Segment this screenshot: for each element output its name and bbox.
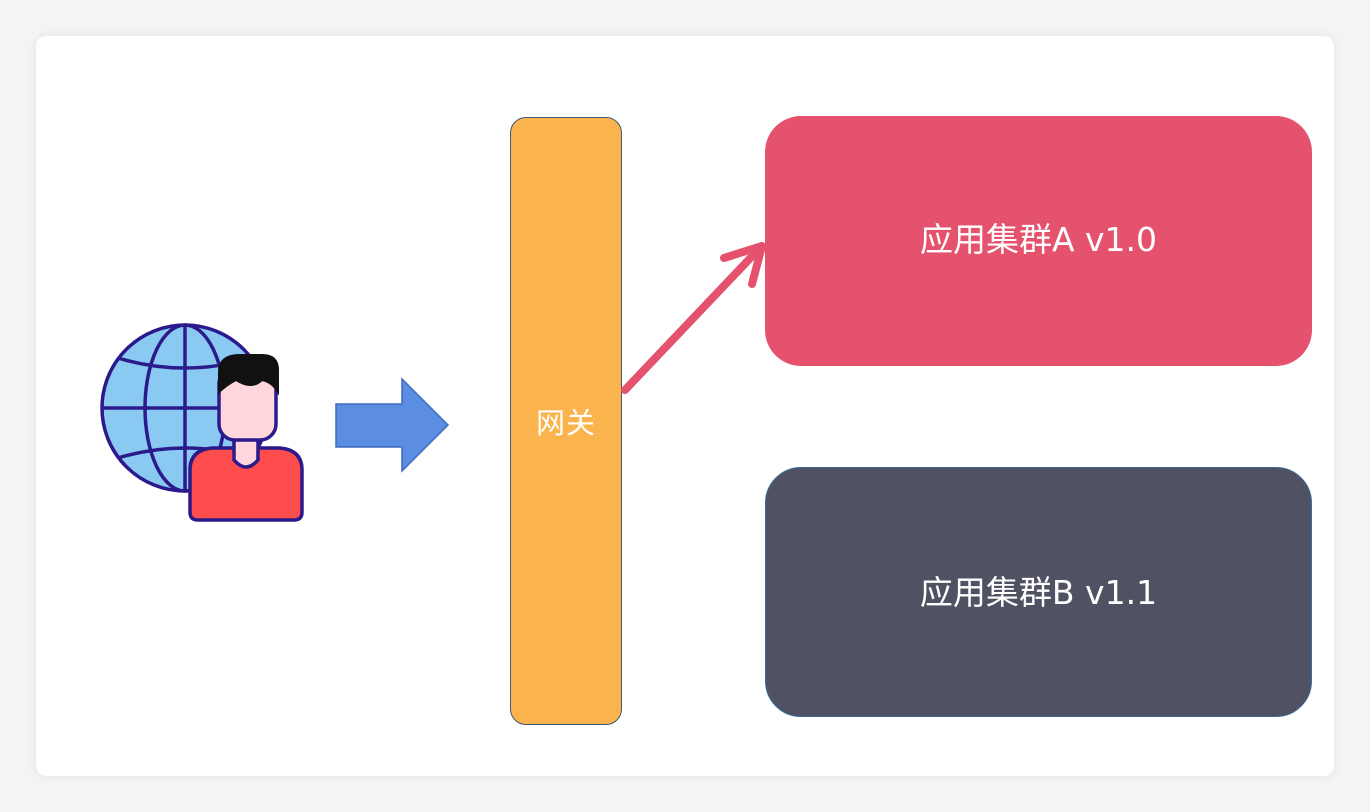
cluster-b-label: 应用集群B v1.1 — [919, 573, 1158, 612]
cluster-b-node: 应用集群B v1.1 — [765, 467, 1312, 717]
gateway-label: 网关 — [535, 406, 596, 440]
cluster-a-node: 应用集群A v1.0 — [765, 116, 1312, 366]
cluster-a-label: 应用集群A v1.0 — [919, 220, 1158, 259]
gateway-node: 网关 — [510, 117, 622, 725]
person-icon — [188, 354, 304, 522]
